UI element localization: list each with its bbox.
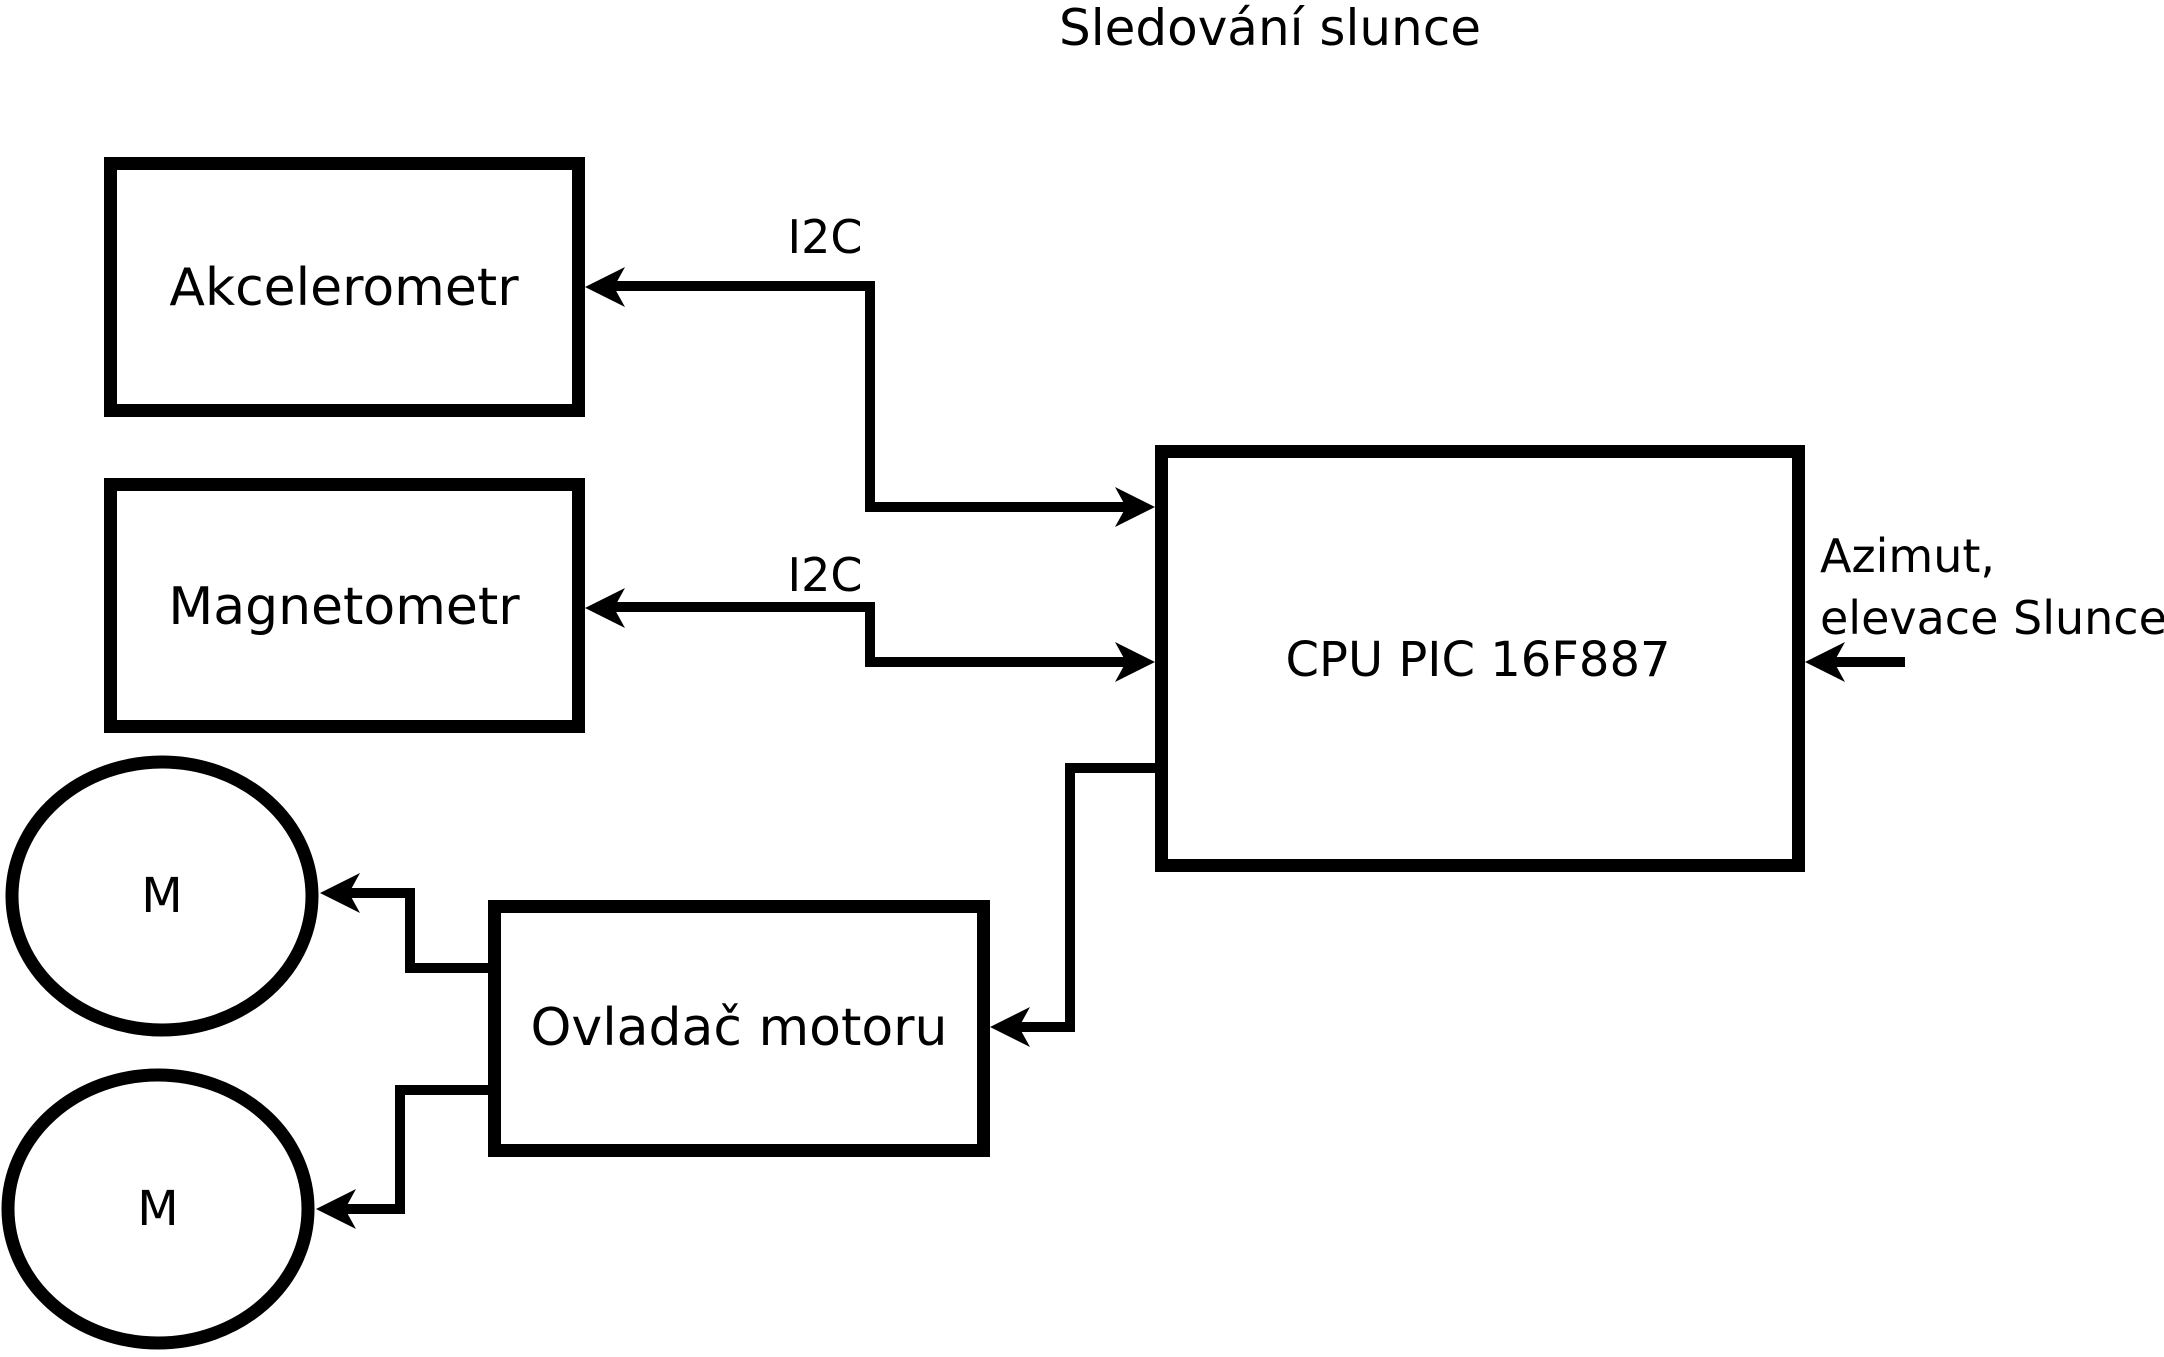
node-motor1-label: M xyxy=(141,868,182,924)
azimut-annotation-line1: Azimut, xyxy=(1820,529,1995,583)
edge-ovladac-to-motor1-line xyxy=(348,888,492,973)
node-motor2-label: M xyxy=(137,1181,178,1237)
edge-i2c-magnetometr-line xyxy=(613,602,1127,667)
node-motor2-circle xyxy=(1,1068,315,1350)
node-akcelerometr-label: Akcelerometr xyxy=(169,258,519,318)
arrowhead-into-ovladac-icon xyxy=(990,1007,1030,1047)
arrowhead-into-cpu-right-icon xyxy=(1805,642,1845,682)
node-ovladac-label: Ovladač motoru xyxy=(530,998,947,1058)
edge-ovladac-to-motor2-line xyxy=(344,1085,492,1214)
edge-i2c-magnetometr-label: I2C xyxy=(788,548,863,602)
node-magnetometr-box xyxy=(104,478,585,733)
arrowhead-into-cpu-top-icon xyxy=(1115,487,1155,527)
edge-i2c-akcelerometr-label: I2C xyxy=(788,210,863,264)
node-ovladac-box xyxy=(488,900,990,1157)
arrowhead-into-magnetometr-icon xyxy=(585,588,625,628)
arrowhead-into-akcelerometr-icon xyxy=(585,267,625,307)
node-motor1-circle xyxy=(5,755,319,1037)
edge-i2c-akcelerometr-line xyxy=(613,281,1127,512)
arrowhead-into-motor1-icon xyxy=(320,873,360,913)
azimut-annotation-line2: elevace Slunce xyxy=(1820,591,2164,645)
diagram-title: Sledování slunce xyxy=(1059,0,1481,57)
node-akcelerometr-box xyxy=(104,157,585,417)
node-cpu-box xyxy=(1155,445,1805,872)
arrowhead-into-motor2-icon xyxy=(316,1189,356,1229)
edge-cpu-to-ovladac-line xyxy=(1018,763,1158,1032)
arrowhead-into-cpu-bottom-icon xyxy=(1115,642,1155,682)
node-magnetometr-label: Magnetometr xyxy=(168,577,520,637)
node-cpu-label: CPU PIC 16F887 xyxy=(1285,632,1670,688)
